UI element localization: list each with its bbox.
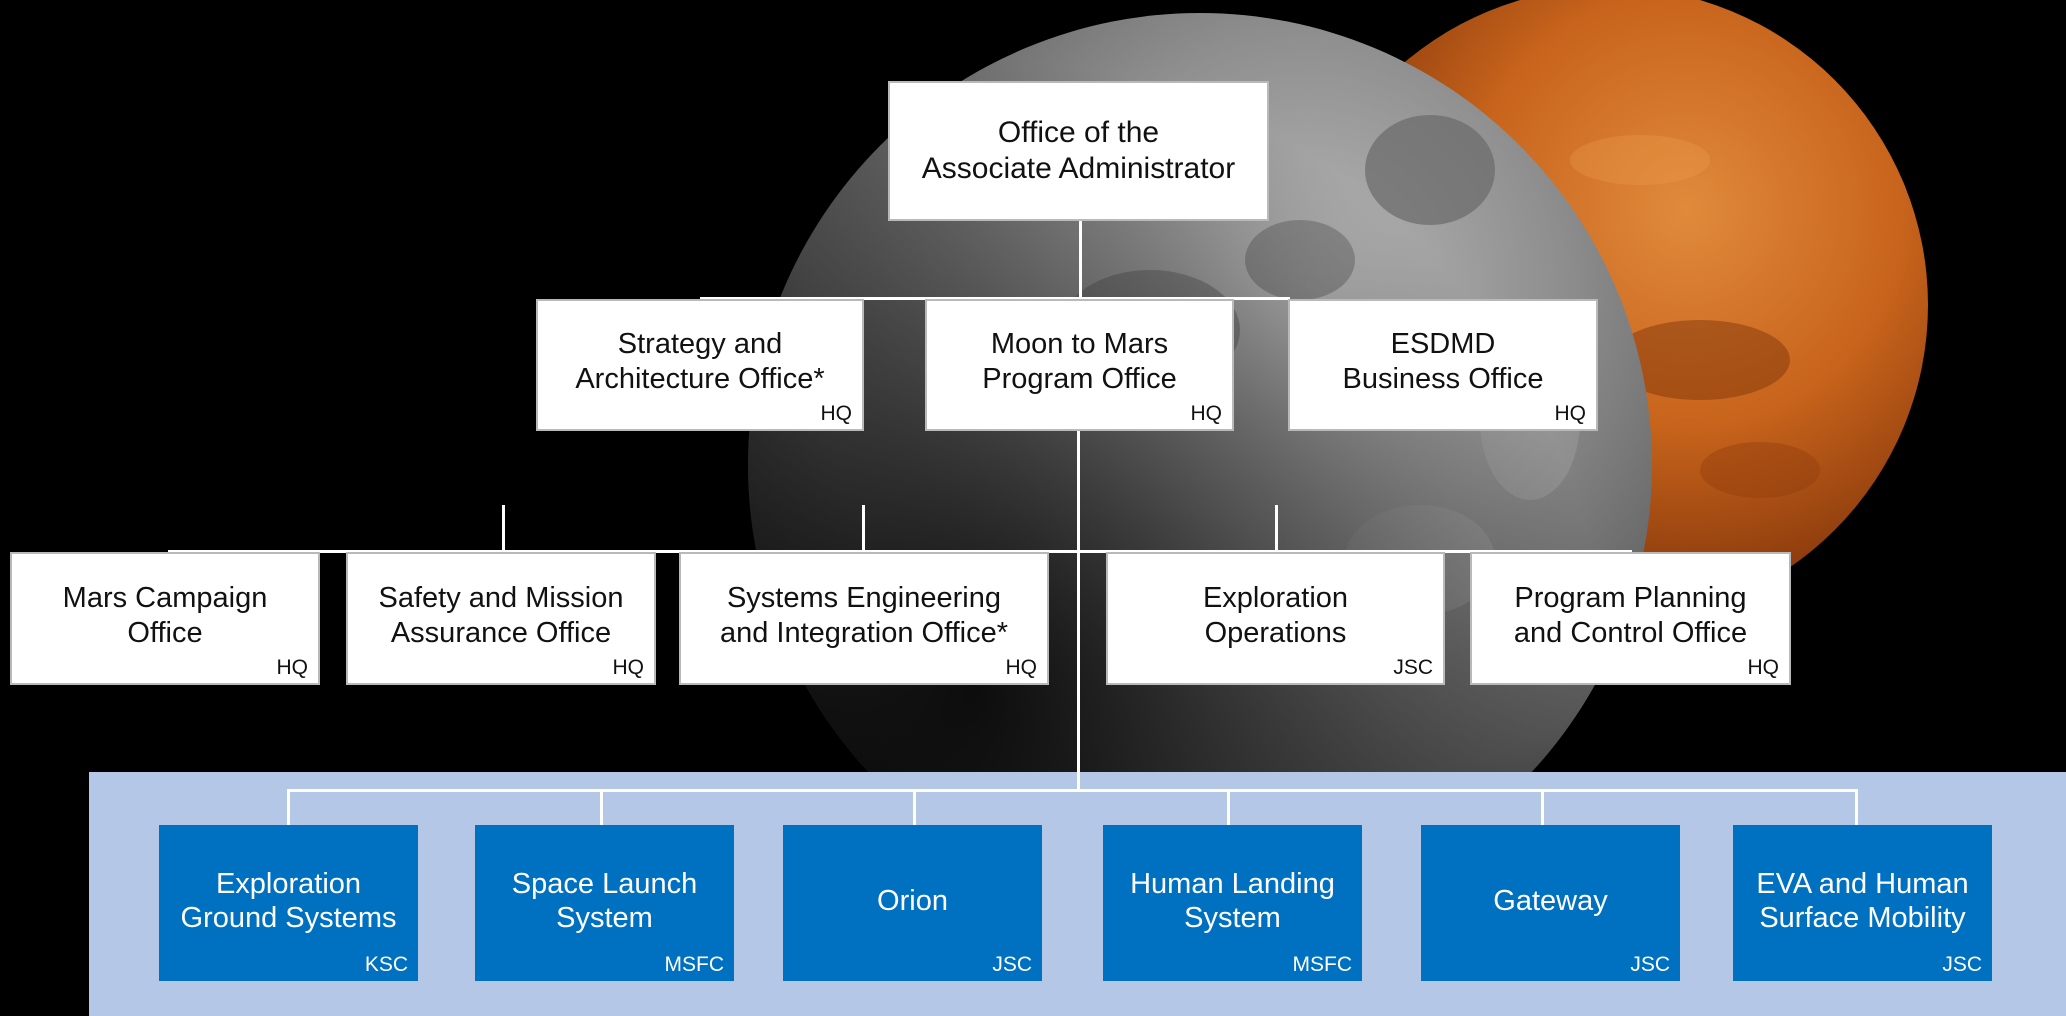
panel-connector-trunk [1077,772,1080,792]
center-label: JSC [992,953,1032,976]
program-title-line1: Space Launch [511,868,698,900]
box-title-line1: ESDMD [1390,328,1496,360]
box-title-line2: and Control Office [1513,616,1748,649]
box-title-line1: Moon to Mars [990,328,1169,360]
center-label: HQ [1005,656,1038,679]
box-title-line2: Assurance Office [390,616,612,649]
center-label: HQ [612,656,645,679]
program-title: Gateway [1493,884,1607,918]
center-label: MSFC [664,953,725,976]
box-title-line2: and Integration Office* [719,616,1009,649]
center-label: MSFC [1292,953,1353,976]
associate-administrator-box: Office of the Associate Administrator [888,81,1269,221]
program-title-line1: Human Landing [1130,868,1335,900]
panel-connector-drop-2 [600,789,603,825]
program-title-line1: Exploration [215,868,362,900]
program-orion: Orion JSC [783,825,1042,981]
program-title-line1: Orion [877,885,948,917]
center-label: HQ [1554,402,1587,425]
box-title-line2: Associate Administrator [921,152,1236,185]
panel-connector-drop-4 [1227,789,1230,825]
box-title-line2: Architecture Office* [575,363,825,395]
box-title: Office of the Associate Administrator [916,115,1241,187]
center-label: JSC [1942,953,1982,976]
program-title: Orion [877,884,948,918]
connector-root-vertical [1079,220,1082,298]
panel-connector-drop-1 [287,789,290,825]
box-title-line1: Exploration [1202,581,1349,614]
box-title-line1: Mars Campaign [62,581,268,614]
connector-drop-seio [862,505,865,552]
box-title-line2: Program Office [982,363,1177,395]
panel-connector-drop-5 [1541,789,1544,825]
program-gateway: Gateway JSC [1421,825,1680,981]
box-title-line2: Office [127,616,203,649]
connector-drop-safety [502,505,505,552]
box-title-line1: Strategy and [617,328,783,360]
center-label: JSC [1630,953,1670,976]
panel-connector-drop-3 [913,789,916,825]
center-label: HQ [276,656,309,679]
box-title-line1: Program Planning [1514,581,1747,614]
center-label: KSC [364,953,408,976]
panel-connector-drop-6 [1855,789,1858,825]
box-title-line1: Office of the [997,116,1160,149]
center-label: HQ [1747,656,1780,679]
program-title-line1: EVA and Human [1756,868,1969,900]
connector-tier3-horizontal [168,550,1632,553]
program-title-line2: System [1184,902,1281,934]
box-title-line1: Safety and Mission [378,581,624,614]
program-title-line2: System [556,902,653,934]
center-label: HQ [820,402,853,425]
connector-drop-exploration-ops [1275,505,1278,552]
program-title-line2: Surface Mobility [1759,902,1966,934]
connector-trunk-vertical [1077,430,1080,772]
connector-tier2-horizontal [700,297,1290,300]
program-title-line1: Gateway [1493,885,1608,917]
box-title-line2: Operations [1204,616,1347,649]
box-title-line1: Systems Engineering [726,581,1001,614]
program-title-line2: Ground Systems [180,902,397,934]
box-title-line2: Business Office [1342,363,1544,395]
center-label: JSC [1393,656,1433,679]
panel-connector-horizontal [287,789,1858,792]
center-label: HQ [1190,402,1223,425]
